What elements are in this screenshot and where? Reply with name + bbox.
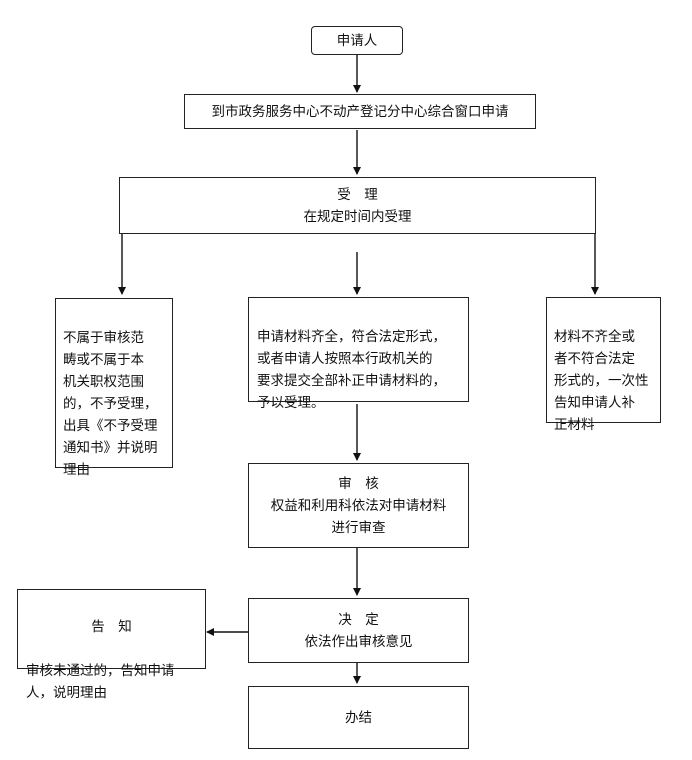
reject-text: 不属于审核范 畴或不属于本 机关职权范围 的，不予受理， 出具《不予受理 通知书…: [63, 330, 158, 478]
node-review: 审 核 权益和利用科依法对申请材料 进行审查: [248, 463, 469, 548]
applicant-label: 申请人: [336, 32, 378, 49]
accept-title: 受 理: [337, 186, 378, 203]
node-accept: 受 理 在规定时间内受理: [119, 177, 596, 234]
submit-window-label: 到市政务服务中心不动产登记分中心综合窗口申请: [211, 103, 509, 120]
node-applicant: 申请人: [311, 26, 403, 55]
review-desc: 权益和利用科依法对申请材料 进行审查: [270, 497, 447, 536]
node-reject: 不属于审核范 畴或不属于本 机关职权范围 的，不予受理， 出具《不予受理 通知书…: [55, 298, 173, 478]
decision-title: 决 定: [338, 611, 379, 628]
node-submit-window: 到市政务服务中心不动产登记分中心综合窗口申请: [184, 94, 536, 129]
notify-title: 告 知: [91, 619, 132, 635]
node-incomplete: 材料不齐全或 者不符合法定 形式的，一次性 告知申请人补 正材料: [546, 297, 661, 433]
accepted-text: 申请材料齐全，符合法定形式， 或者申请人按照本行政机关的 要求提交全部补正申请材…: [257, 329, 446, 411]
node-decision: 决 定 依法作出审核意见: [248, 598, 469, 663]
node-accepted: 申请材料齐全，符合法定形式， 或者申请人按照本行政机关的 要求提交全部补正申请材…: [248, 297, 469, 411]
review-title: 审 核: [338, 475, 379, 492]
node-finish: 办结: [248, 686, 469, 749]
incomplete-text: 材料不齐全或 者不符合法定 形式的，一次性 告知申请人补 正材料: [554, 329, 649, 433]
accept-desc: 在规定时间内受理: [303, 208, 412, 225]
notify-desc: 审核未通过的，告知申请 人，说明理由: [26, 663, 175, 701]
node-notify: 告 知 审核未通过的，告知申请 人，说明理由: [17, 589, 206, 701]
finish-label: 办结: [345, 709, 372, 726]
decision-desc: 依法作出审核意见: [304, 633, 413, 650]
